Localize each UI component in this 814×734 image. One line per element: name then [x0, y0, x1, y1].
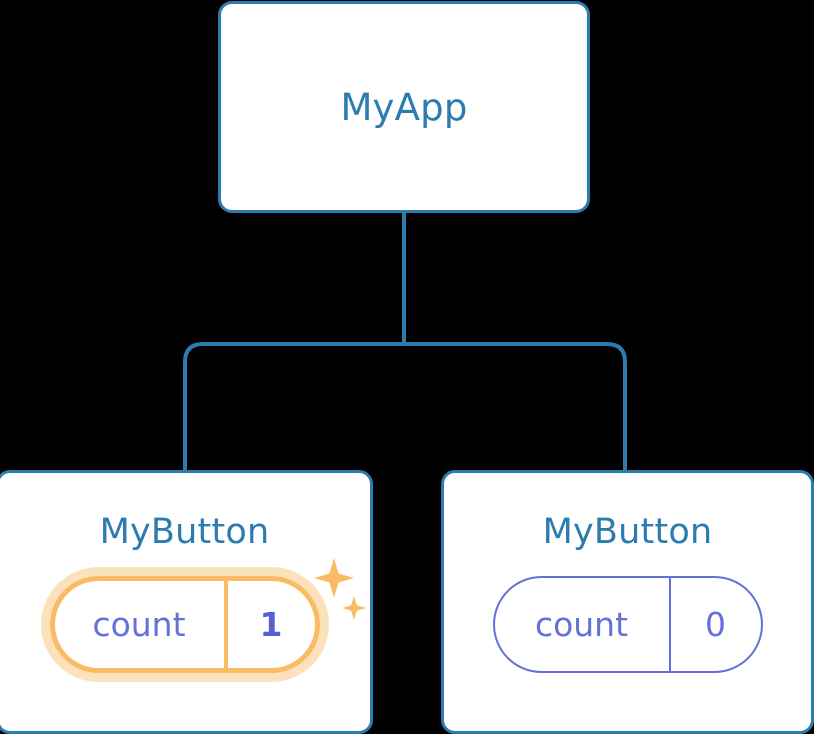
state-pill[interactable]: count 0 [492, 576, 763, 673]
state-value-label: 0 [705, 605, 726, 644]
state-key-label: count [495, 578, 671, 671]
state-pill[interactable]: count 1 [49, 576, 320, 673]
node-title: MyButton [542, 512, 713, 552]
state-key-label: count [55, 581, 228, 668]
node-title: MyApp [340, 85, 468, 129]
connector-branch-bus [183, 342, 627, 478]
node-title: MyButton [99, 512, 270, 552]
state-pill-container: count 1 [40, 558, 366, 682]
node-mybutton-right[interactable]: MyButton count 0 [441, 470, 814, 734]
state-pill-highlighted[interactable]: count 1 [40, 567, 329, 682]
sparkle-small-icon [341, 596, 366, 620]
state-value-label: 1 [259, 605, 283, 644]
node-mybutton-left[interactable]: MyButton count 1 [0, 470, 373, 734]
node-myapp[interactable]: MyApp [218, 1, 590, 213]
state-pill-container: count 0 [492, 576, 763, 673]
